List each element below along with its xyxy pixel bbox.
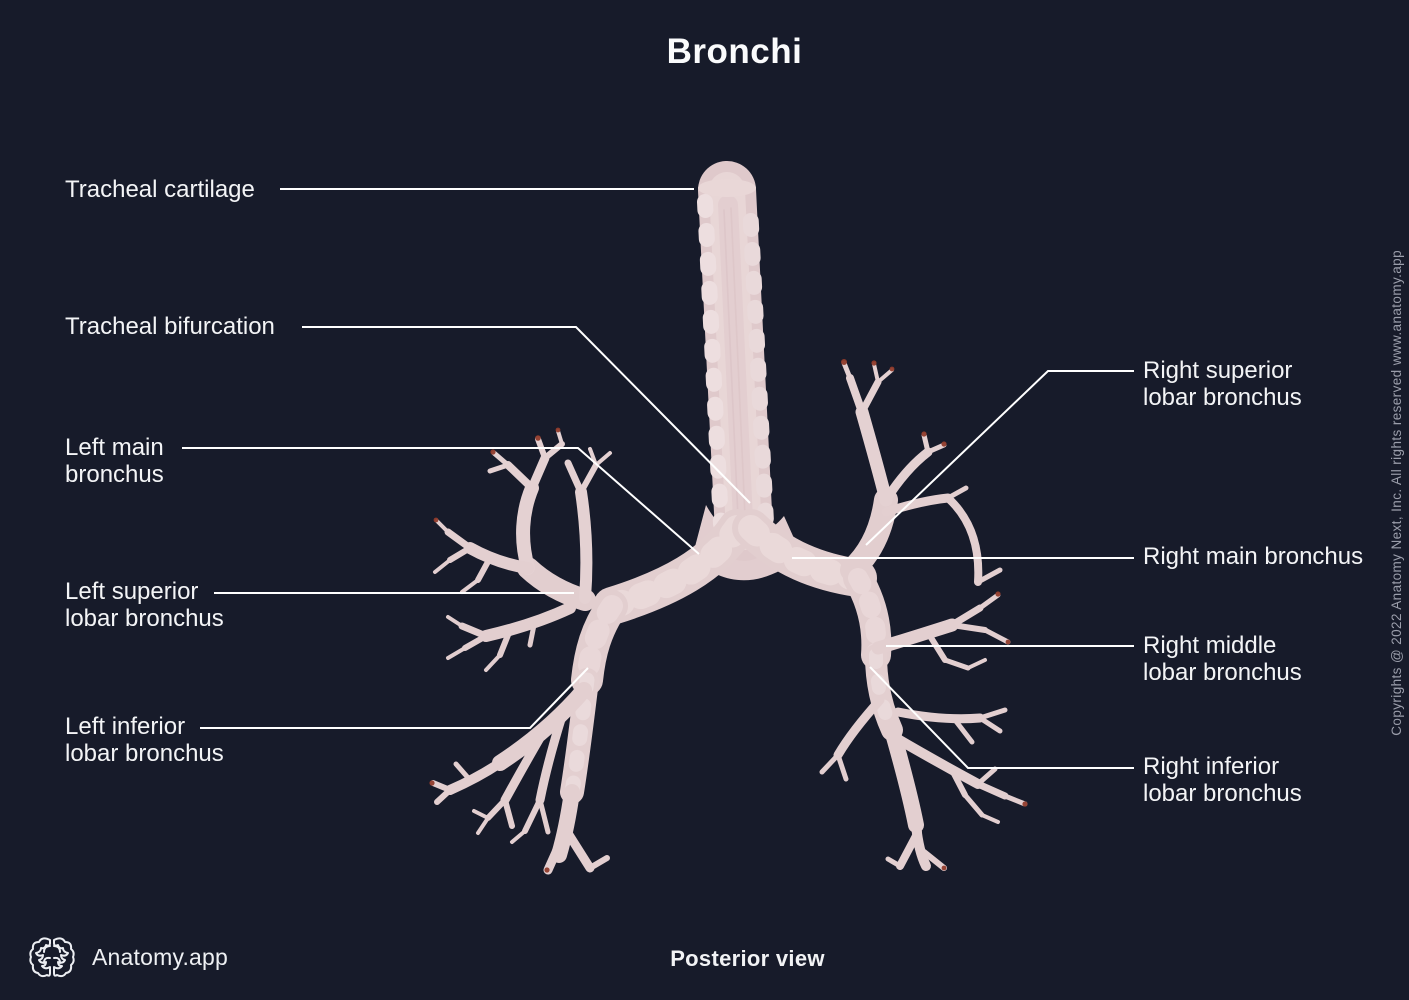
page-title: Bronchi [666, 32, 803, 71]
label-right-inferior-lobar-bronchus: Right inferior lobar bronchus [1143, 753, 1302, 807]
tracheal-cartilage-rings-right [742, 198, 774, 530]
label-left-superior-lobar-bronchus: Left superior lobar bronchus [65, 578, 224, 632]
right-superior-lobar-bronchus [840, 488, 898, 582]
leader-tracheal-bifurcation [302, 326, 751, 504]
view-label: Posterior view [670, 946, 825, 971]
leader-left-main-bronchus [182, 447, 700, 555]
left-superior-lobar-bronchus [517, 557, 596, 611]
label-left-inferior-lobar-bronchus: Left inferior lobar bronchus [65, 713, 224, 767]
label-right-middle-lobar-bronchus: Right middle lobar bronchus [1143, 632, 1302, 686]
leader-right-superior-lobar [865, 370, 1134, 546]
label-left-main-bronchus: Left main bronchus [65, 434, 164, 488]
leader-right-inferior-lobar [869, 666, 1134, 769]
right-middle-lobar-bronchus [871, 618, 959, 655]
leader-lines [182, 188, 1134, 769]
brand: Anatomy.app [28, 932, 228, 982]
twig-tip-lumens [429, 359, 1028, 873]
brand-name: Anatomy.app [92, 943, 229, 970]
label-tracheal-bifurcation: Tracheal bifurcation [65, 313, 275, 340]
leader-left-inferior-lobar [200, 667, 589, 729]
label-tracheal-cartilage: Tracheal cartilage [65, 176, 255, 203]
label-right-superior-lobar-bronchus: Right superior lobar bronchus [1143, 357, 1302, 411]
brain-icon [29, 937, 75, 978]
bronchi-render [429, 161, 1028, 875]
label-right-main-bronchus: Right main bronchus [1143, 543, 1364, 570]
copyright-notice: Copyrights @ 2022 Anatomy Next, Inc. All… [1389, 250, 1404, 736]
